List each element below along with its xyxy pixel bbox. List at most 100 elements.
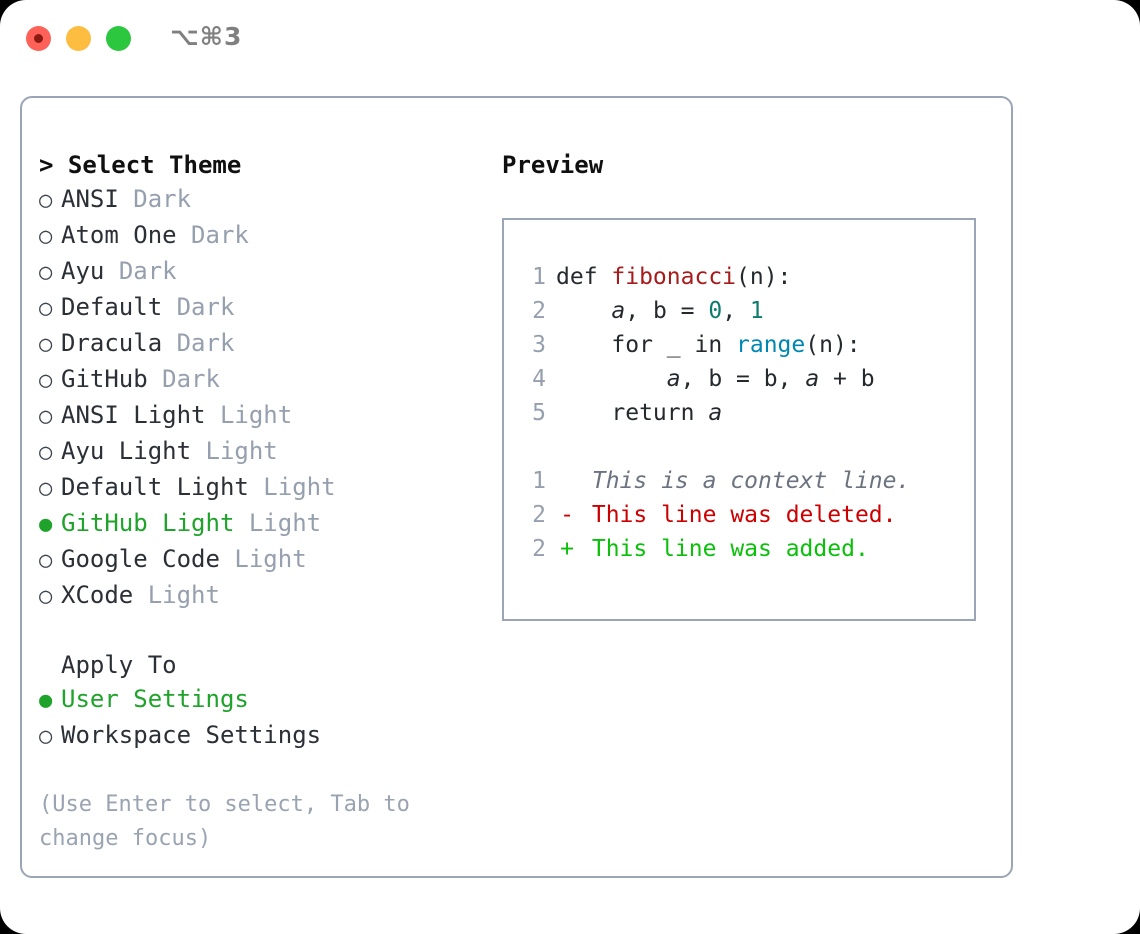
theme-name: XCode [61,581,134,609]
code-token: b [860,366,875,392]
spacer [39,614,489,648]
spacer [206,398,220,432]
line-number: 4 [532,366,546,392]
theme-name: ANSI [61,185,119,213]
maximize-button[interactable] [106,26,131,51]
theme-selection-column: > Select Theme ○ANSI Dark○Atom One Dark○… [39,148,489,856]
theme-kind-badge: Dark [191,221,249,249]
theme-list-item[interactable]: ○Default Dark [39,290,489,326]
theme-list-item[interactable]: ○ ANSI Dark [39,182,489,218]
radio-unselected-icon[interactable]: ○ [39,260,53,285]
line-number: 2 [532,298,546,324]
radio-unselected-icon[interactable]: ○ [39,584,53,609]
code-token: a [805,366,820,392]
theme-kind-badge: Light [234,545,307,573]
diff-block: 1 This is a context line.2- This line wa… [518,464,968,566]
minimize-button[interactable] [66,26,91,51]
code-token: 1 [749,298,764,324]
theme-kind-badge: Dark [133,185,192,213]
radio-unselected-icon[interactable]: ○ [39,404,53,429]
apply-to-label: Workspace Settings [61,721,322,749]
theme-list-item[interactable]: ○Google Code Light [39,542,489,578]
code-text: for _ in range(n): [556,328,861,362]
theme-list-item[interactable]: ○GitHub Dark [39,362,489,398]
code-token: for _ in [556,332,737,358]
close-button[interactable] [26,26,51,51]
theme-name: GitHub Light [61,509,235,537]
line-number: 1 [532,468,546,494]
radio-unselected-icon[interactable]: ○ [39,188,53,213]
diff-text: This is a context line. [578,468,911,494]
code-token: b [652,298,667,324]
theme-kind-badge: Dark [162,365,220,393]
radio-unselected-icon[interactable]: ○ [39,476,53,501]
code-token: b [763,366,778,392]
theme-name: Default [61,293,163,321]
close-icon [34,34,43,43]
code-token [556,366,667,392]
apply-to-item[interactable]: ○ Workspace Settings [39,718,489,754]
spacer [133,578,147,612]
radio-unselected-icon[interactable]: ○ [39,296,53,321]
theme-list-item[interactable]: ○ Atom One Dark [39,218,489,254]
radio-unselected-icon[interactable]: ○ [39,332,53,357]
code-token: (n): [805,332,861,358]
code-line: 3 for _ in range(n): [518,328,968,362]
code-token: return [556,400,709,426]
diff-text: This line was deleted. [578,502,897,528]
select-theme-header: > Select Theme [39,151,242,179]
apply-to-item[interactable]: ●User Settings [39,682,489,718]
radio-unselected-icon[interactable]: ○ [39,724,53,749]
theme-name: Atom One [61,221,177,249]
theme-list-item[interactable]: ●GitHub Light Light [39,506,489,542]
theme-name: Ayu Light [61,437,192,465]
spacer [104,254,118,288]
radio-unselected-icon[interactable]: ○ [39,548,53,573]
line-number: 2 [532,536,546,562]
code-token: b [708,366,723,392]
window-controls [26,26,131,51]
panel-columns: > Select Theme ○ANSI Dark○Atom One Dark○… [22,98,1011,876]
theme-list-item[interactable]: ○XCode Light [39,578,489,614]
theme-list-item[interactable]: ○ANSI Light Light [39,398,489,434]
code-line: 5 return a [518,396,968,430]
spacer [162,326,176,360]
radio-selected-icon[interactable]: ● [39,512,53,537]
theme-kind-badge: Light [263,473,336,501]
code-token: , [722,298,750,324]
theme-name: Ayu [61,257,105,285]
theme-kind-badge: Dark [176,329,235,357]
theme-list-item[interactable]: ○Dracula Dark [39,326,489,362]
radio-unselected-icon[interactable]: ○ [39,440,53,465]
code-token: , [777,366,806,392]
code-text: return a [556,396,722,430]
spacer [119,182,133,216]
theme-list-item[interactable]: ○Ayu Light Light [39,434,489,470]
code-token: def [556,264,612,290]
spacer [234,506,248,540]
code-line: 2 a, b = 0, 1 [518,294,968,328]
code-token: fibonacci [611,264,737,290]
theme-kind-badge: Dark [118,257,177,285]
line-number: 2 [532,502,546,528]
diff-marker: + [560,536,574,562]
radio-selected-icon[interactable]: ● [39,688,53,713]
theme-list-item[interactable]: ○Default Light Light [39,470,489,506]
radio-unselected-icon[interactable]: ○ [39,224,53,249]
diff-marker [556,464,578,498]
radio-unselected-icon[interactable]: ○ [39,368,53,393]
code-token: + [819,366,861,392]
line-number: 1 [532,264,546,290]
spacer [191,434,205,468]
theme-list-item[interactable]: ○ Ayu Dark [39,254,489,290]
code-token: = [666,298,709,324]
apply-to-header-label: Apply To [61,651,177,679]
line-number: 5 [532,400,546,426]
theme-list[interactable]: ○ANSI Dark○Atom One Dark○Ayu Dark○Defaul… [39,182,489,614]
apply-to-list[interactable]: ●User Settings ○ Workspace Settings [39,682,489,754]
preview-title: Preview [502,151,604,179]
spacer [249,470,263,504]
